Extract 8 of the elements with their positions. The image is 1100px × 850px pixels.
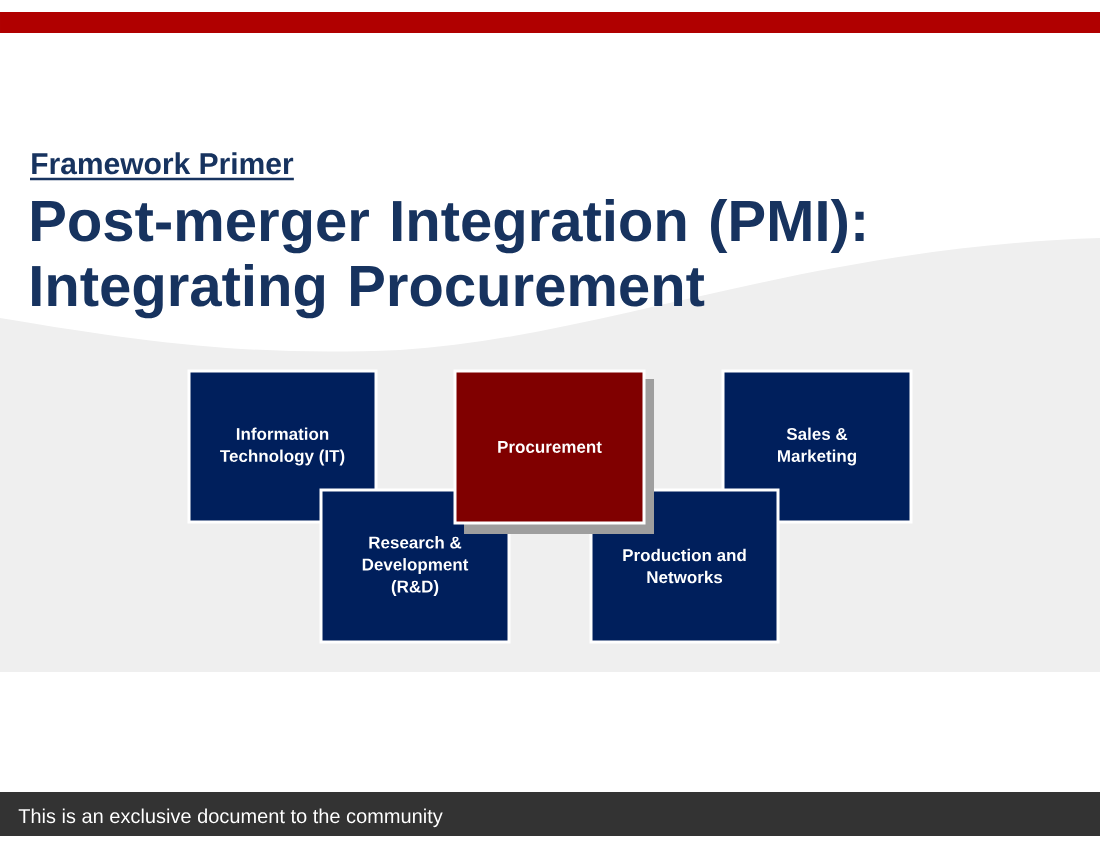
topic-box: Sales & Marketing xyxy=(721,369,913,524)
subtitle-text: Framework Primer xyxy=(30,152,294,181)
topic-box: Research & Development (R&D) xyxy=(319,488,511,644)
title: Post-merger Integration (PMI): Integrating Procurement xyxy=(32,198,864,319)
highlighted-box: Procurement xyxy=(453,369,654,534)
topic-box: Production and Networks xyxy=(589,488,780,644)
footer-text: This is an exclusive document to the community xyxy=(18,808,443,828)
topic-box: Information Technology (IT) xyxy=(187,369,378,524)
